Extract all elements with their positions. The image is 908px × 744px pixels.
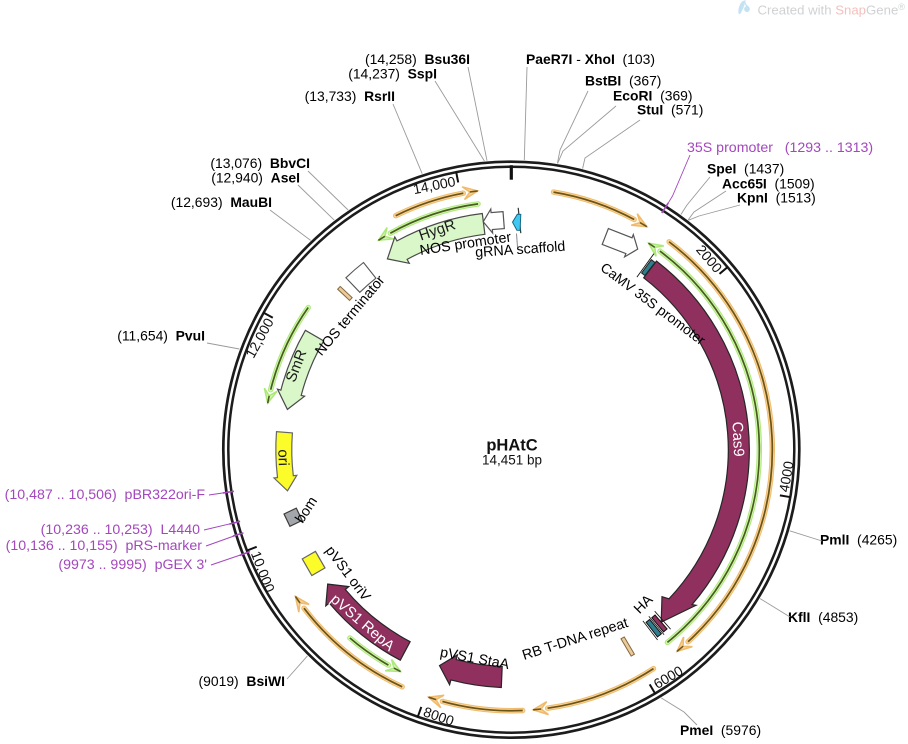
svg-text:(9019) BsiWI: (9019) BsiWI (199, 673, 285, 689)
svg-text:(10,136 .. 10,155) pRS-marker: (10,136 .. 10,155) pRS-marker (6, 538, 203, 554)
svg-text:KpnI (1513): KpnI (1513) (737, 190, 816, 206)
svg-text:(10,487 .. 10,506) pBR322ori-: (10,487 .. 10,506) pBR322ori-F (5, 487, 206, 503)
svg-text:KflI (4853): KflI (4853) (788, 609, 858, 625)
svg-text:EcoRI (369): EcoRI (369) (613, 88, 693, 104)
svg-text:BstBI (367): BstBI (367) (585, 73, 661, 89)
svg-text:14,451 bp: 14,451 bp (482, 453, 542, 468)
svg-text:ori: ori (274, 449, 292, 466)
svg-text:(11,654) PvuI: (11,654) PvuI (117, 328, 205, 344)
svg-text:Created with SnapGene®: Created with SnapGene® (758, 2, 906, 18)
svg-text:gRNA scaffold: gRNA scaffold (475, 239, 566, 261)
svg-text:Acc65I (1509): Acc65I (1509) (722, 176, 815, 192)
svg-text:StuI (571): StuI (571) (637, 102, 703, 118)
svg-text:Cas9: Cas9 (728, 421, 747, 457)
svg-text:4000: 4000 (776, 460, 797, 494)
svg-text:SpeI (1437): SpeI (1437) (707, 161, 784, 177)
svg-text:(14,258) Bsu36I: (14,258) Bsu36I (365, 51, 470, 67)
svg-text:(13,733) RsrII: (13,733) RsrII (305, 88, 395, 104)
svg-text:(9973 .. 9995) pGEX 3': (9973 .. 9995) pGEX 3' (58, 557, 207, 573)
svg-text:(10,236 .. 10,253) L4440: (10,236 .. 10,253) L4440 (41, 522, 200, 538)
svg-text:(14,237) SspI: (14,237) SspI (348, 66, 437, 82)
svg-text:(12,693) MauBI: (12,693) MauBI (171, 194, 272, 210)
svg-text:35S promoter (1293 .. 1313): 35S promoter (1293 .. 1313) (687, 140, 873, 156)
svg-text:PaeR7I - XhoI (103): PaeR7I - XhoI (103) (526, 51, 655, 67)
svg-text:PmeI (5976): PmeI (5976) (680, 722, 761, 738)
svg-text:PmlI (4265): PmlI (4265) (820, 532, 897, 548)
svg-text:pHAtC: pHAtC (486, 437, 537, 455)
svg-text:(12,940) AseI: (12,940) AseI (211, 170, 300, 186)
svg-text:(13,076) BbvCI: (13,076) BbvCI (210, 155, 310, 171)
